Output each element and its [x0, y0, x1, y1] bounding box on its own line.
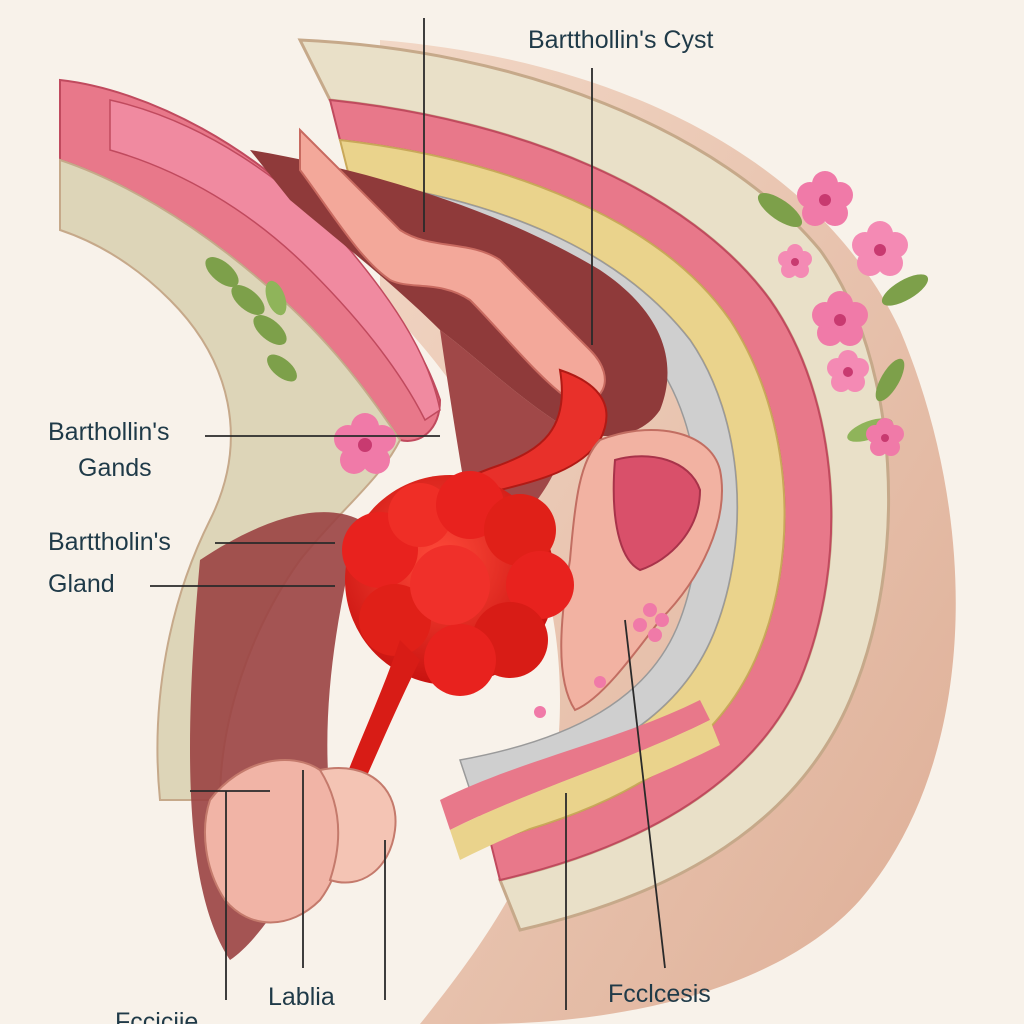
- flower-icon: [334, 413, 396, 474]
- flower-icon: [778, 244, 812, 278]
- cyst-mass: [342, 471, 574, 696]
- label-labia: Lablia: [268, 983, 335, 1011]
- flower-icon: [534, 603, 669, 718]
- flower-icon: [812, 291, 868, 346]
- flower-icon: [852, 221, 908, 276]
- leader-line-fcclcesis: [624, 619, 666, 969]
- flower-icon: [827, 350, 869, 392]
- muscle-inner-left: [109, 99, 441, 422]
- label-gland-line1: Barttholin's: [48, 528, 171, 556]
- right-tissue-core: [612, 455, 702, 572]
- flower-icon: [797, 171, 853, 226]
- label-glands-line1: Barthollin's: [48, 418, 170, 446]
- leader-lines: [150, 18, 666, 1010]
- leaf-icon: [205, 257, 297, 382]
- mucosal-fold: [299, 127, 606, 403]
- lower-right-fat: [450, 720, 720, 860]
- labia-inner: [318, 767, 397, 884]
- label-glands-line2: Gands: [78, 454, 152, 482]
- label-bottom-left-partial: Fcciciie: [115, 1008, 199, 1024]
- label-gland-line2: Gland: [48, 570, 115, 598]
- label-cyst: Bartthollin's Cyst: [528, 26, 714, 54]
- label-fcclcesis: Fcclcesis: [608, 980, 711, 1008]
- flower-icon: [866, 418, 904, 456]
- lower-right-bands: [440, 700, 710, 830]
- labia-shape: [204, 759, 344, 924]
